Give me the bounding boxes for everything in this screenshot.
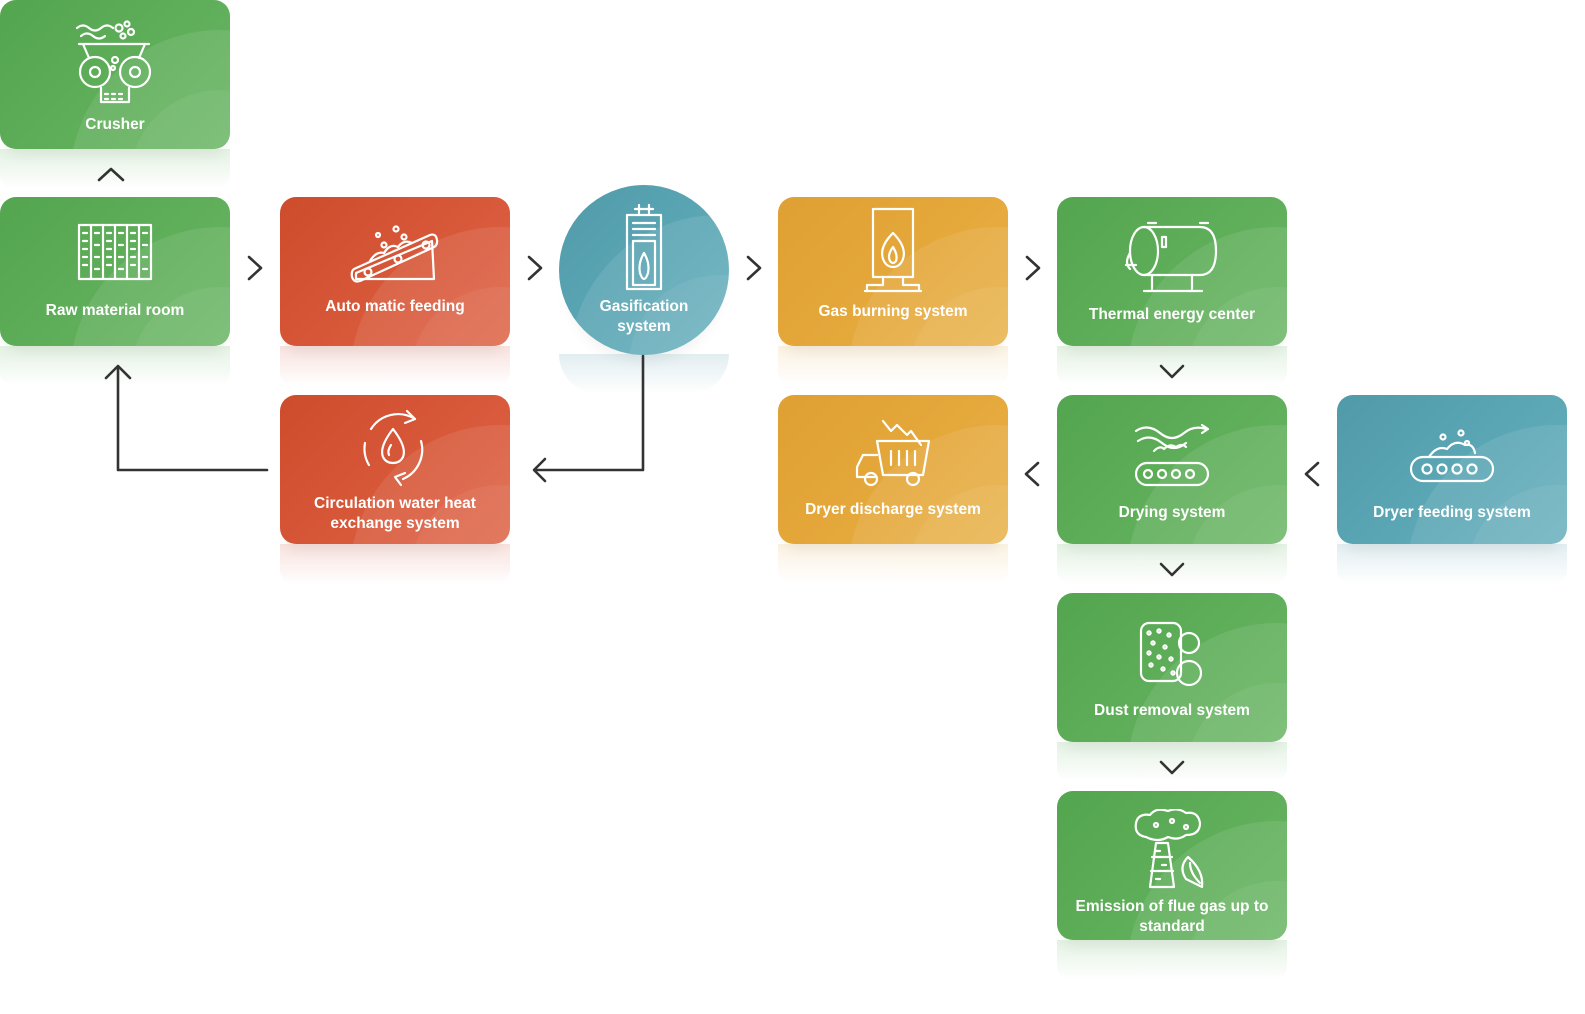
gasifier-icon <box>625 203 663 291</box>
conveyor-incline-icon <box>350 225 439 283</box>
node-label: Gasification system <box>599 298 689 335</box>
node-dust-removal: Dust removal system <box>1057 593 1287 742</box>
raw-material-reflection <box>0 346 230 386</box>
node-label: Crusher <box>85 116 145 133</box>
arrow-feeding-to-gasification <box>527 255 543 281</box>
burner-flame-icon <box>863 207 923 293</box>
crusher-reflection <box>0 149 230 189</box>
node-dryer-discharge: Dryer discharge system <box>778 395 1008 544</box>
node-gasification: Gasification system <box>559 185 729 355</box>
dryer-conveyor-icon <box>1134 423 1210 487</box>
arrow-dust-to-emission <box>1159 760 1185 775</box>
node-label: Thermal energy center <box>1088 306 1256 323</box>
node-label: Circulation water heat exchange system <box>314 495 476 532</box>
thermal-energy-reflection <box>1057 346 1287 386</box>
drying-reflection <box>1057 544 1287 584</box>
node-auto-feeding: Auto matic feeding <box>280 197 510 346</box>
node-label: Dryer discharge system <box>805 501 981 518</box>
arrow-gasification-to-burning <box>746 255 762 281</box>
node-label: Dryer feeding system <box>1373 504 1531 521</box>
node-gas-burning: Gas burning system <box>778 197 1008 346</box>
node-raw-material-room: Raw material room <box>0 197 230 346</box>
warehouse-icon <box>77 223 153 281</box>
node-label: Emission of flue gas up to standard <box>1075 898 1269 935</box>
arrow-raw-to-feeding <box>247 255 263 281</box>
node-label: Raw material room <box>45 302 185 319</box>
arrow-raw-to-crusher <box>97 167 125 182</box>
dust-filter-icon <box>1139 621 1203 687</box>
gas-burning-reflection <box>778 346 1008 386</box>
node-label: Drying system <box>1118 504 1226 521</box>
auto-feeding-reflection <box>280 346 510 386</box>
node-label: Gas burning system <box>818 303 968 320</box>
dump-truck-icon <box>855 419 931 487</box>
line-circulation-to-raw <box>116 366 269 472</box>
node-dryer-feeding: Dryer feeding system <box>1337 395 1567 544</box>
circulation-reflection <box>280 544 510 584</box>
arrow-thermal-to-drying <box>1159 364 1185 379</box>
dryer-feeding-reflection <box>1337 544 1567 584</box>
arrow-to-circulation <box>532 457 547 483</box>
node-crusher: Crusher <box>0 0 230 149</box>
node-drying: Drying system <box>1057 395 1287 544</box>
arrow-burning-to-thermal <box>1025 255 1041 281</box>
line-gasification-to-circulation <box>535 354 645 472</box>
node-label: Auto matic feeding <box>325 298 465 315</box>
crusher-icon <box>75 20 152 104</box>
dryer-discharge-reflection <box>778 544 1008 584</box>
arrow-feeding-to-drying <box>1304 461 1320 487</box>
water-cycle-icon <box>363 409 424 487</box>
node-circulation-water: Circulation water heat exchange system <box>280 395 510 544</box>
emission-reflection <box>1057 940 1287 980</box>
dust-removal-reflection <box>1057 742 1287 782</box>
node-label: Dust removal system <box>1094 702 1250 719</box>
arrow-to-raw-material <box>104 364 132 380</box>
boiler-tank-icon <box>1124 221 1218 293</box>
arrow-drying-to-dust <box>1159 562 1185 577</box>
arrow-drying-to-discharge <box>1024 461 1040 487</box>
node-thermal-energy: Thermal energy center <box>1057 197 1287 346</box>
chimney-smoke-icon <box>1134 809 1204 889</box>
node-emission: Emission of flue gas up to standard <box>1057 791 1287 940</box>
feeding-conveyor-icon <box>1409 429 1495 483</box>
